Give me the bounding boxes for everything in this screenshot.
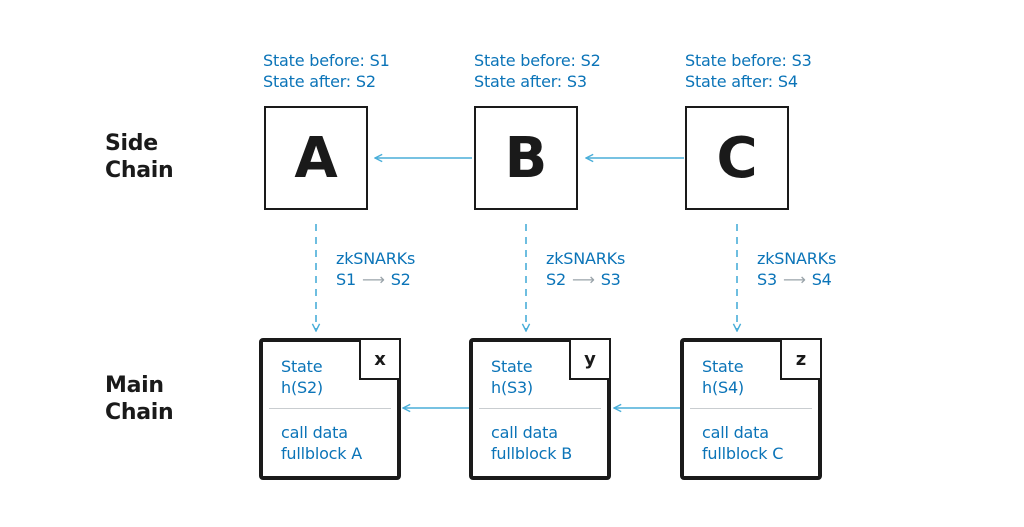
main-chain-label: Main Chain xyxy=(105,373,174,425)
main-block-state: State h(S3) xyxy=(491,357,533,397)
state-label-a: State before: S1 State after: S2 xyxy=(263,51,390,91)
divider xyxy=(269,408,391,409)
state-label-b: State before: S2 State after: S3 xyxy=(474,51,601,91)
main-block-tag: x xyxy=(359,338,401,380)
proof-label-c: zkSNARKs S3 ⟶ S4 xyxy=(757,249,837,289)
right-arrow-icon: ⟶ xyxy=(571,270,595,289)
main-block-x: State h(S2) x call data fullblock A xyxy=(259,338,401,480)
side-chain-label: Side Chain xyxy=(105,131,174,183)
main-block-calldata: call data fullblock C xyxy=(702,423,784,463)
side-block-letter: C xyxy=(716,125,758,191)
proof-label-a: zkSNARKs S1 ⟶ S2 xyxy=(336,249,416,289)
main-block-state: State h(S2) xyxy=(281,357,323,397)
side-block-letter: A xyxy=(294,125,338,191)
main-block-z: State h(S4) z call data fullblock C xyxy=(680,338,822,480)
state-label-c: State before: S3 State after: S4 xyxy=(685,51,812,91)
main-block-calldata: call data fullblock B xyxy=(491,423,572,463)
right-arrow-icon: ⟶ xyxy=(782,270,806,289)
divider xyxy=(479,408,601,409)
side-block-a: A xyxy=(264,106,368,210)
main-block-calldata: call data fullblock A xyxy=(281,423,362,463)
main-block-tag: y xyxy=(569,338,611,380)
side-block-letter: B xyxy=(504,125,548,191)
main-block-tag: z xyxy=(780,338,822,380)
side-block-c: C xyxy=(685,106,789,210)
side-block-b: B xyxy=(474,106,578,210)
main-block-state: State h(S4) xyxy=(702,357,744,397)
main-block-y: State h(S3) y call data fullblock B xyxy=(469,338,611,480)
divider xyxy=(690,408,812,409)
proof-label-b: zkSNARKs S2 ⟶ S3 xyxy=(546,249,626,289)
right-arrow-icon: ⟶ xyxy=(361,270,385,289)
